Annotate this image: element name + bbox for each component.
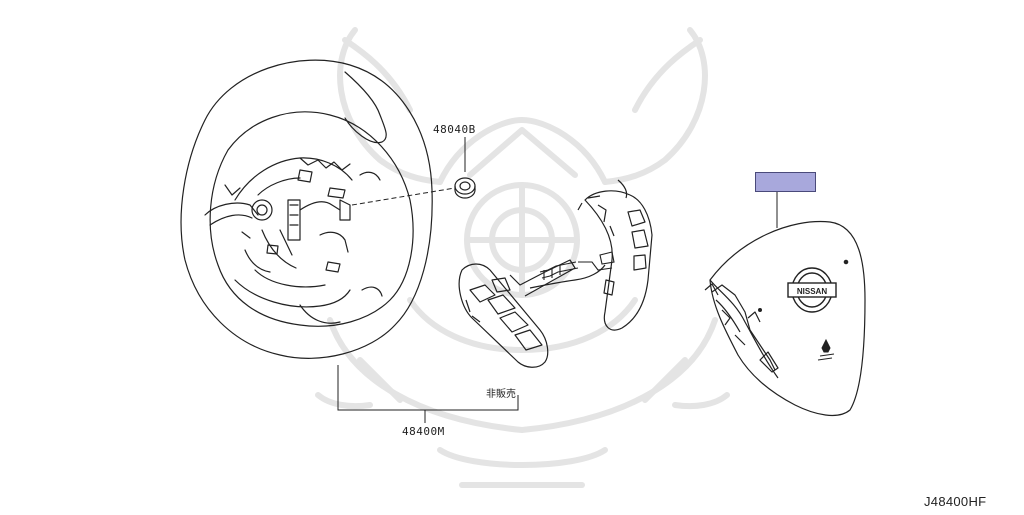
horn-nut bbox=[454, 177, 476, 199]
label-horn-nut[interactable]: 48040B bbox=[433, 123, 476, 136]
bracket-48400m bbox=[337, 365, 519, 423]
watermark-kabuto-icon bbox=[315, 27, 730, 488]
diagram-code: J48400HF bbox=[924, 494, 987, 509]
airbag-module bbox=[704, 220, 866, 417]
part-number-highlight[interactable] bbox=[755, 172, 816, 192]
steering-wheel bbox=[180, 59, 433, 359]
leader-line-nut bbox=[351, 187, 456, 206]
switch-assembly-left bbox=[458, 259, 606, 368]
svg-text:NISSAN: NISSAN bbox=[797, 287, 827, 296]
label-not-for-sale: 非販売 bbox=[486, 389, 516, 400]
airbag-mark-icon bbox=[758, 259, 849, 361]
switch-harness bbox=[539, 251, 615, 280]
nissan-logo-icon: NISSAN bbox=[787, 267, 837, 313]
label-steering-wheel[interactable]: 48400M bbox=[402, 425, 445, 438]
switch-assembly-right bbox=[577, 179, 653, 331]
